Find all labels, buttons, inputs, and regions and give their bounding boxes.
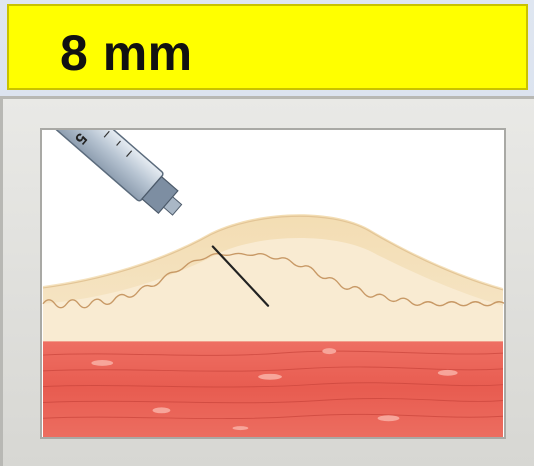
needle-length-banner: 8 mm bbox=[7, 4, 528, 90]
needle-length-label: 8 mm bbox=[60, 28, 193, 78]
injection-illustration: 5 bbox=[40, 128, 506, 439]
injection-diagram-svg: 5 bbox=[42, 130, 504, 437]
